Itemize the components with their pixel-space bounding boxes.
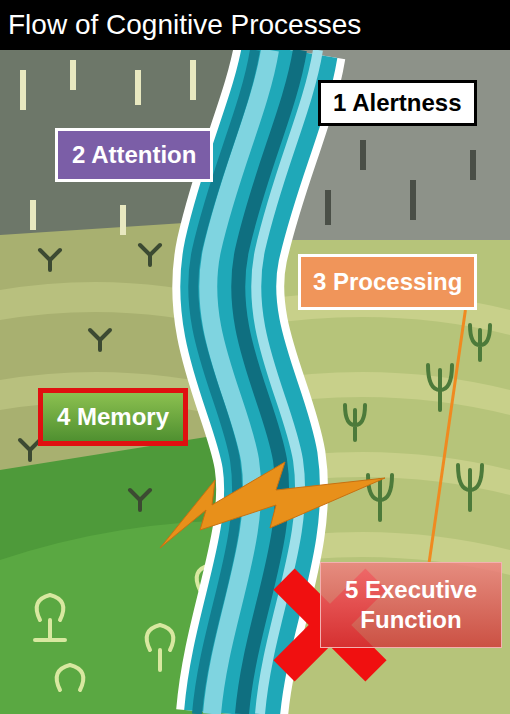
node-label: 4 Memory — [57, 402, 169, 432]
node-label: 1 Alertness — [333, 88, 462, 118]
node-label: 2 Attention — [72, 140, 196, 170]
connector-line — [429, 310, 465, 562]
processing-box: 3 Processing — [298, 254, 477, 310]
node-label: 5 Executive Function — [333, 575, 489, 635]
diagram-title: Flow of Cognitive Processes — [0, 0, 510, 50]
executive-box: 5 Executive Function — [320, 562, 502, 648]
alertness-box: 1 Alertness — [318, 80, 477, 126]
memory-box: 4 Memory — [38, 388, 188, 446]
attention-box: 2 Attention — [55, 128, 213, 182]
title-bar: Flow of Cognitive Processes — [0, 0, 510, 50]
node-label: 3 Processing — [313, 267, 462, 297]
